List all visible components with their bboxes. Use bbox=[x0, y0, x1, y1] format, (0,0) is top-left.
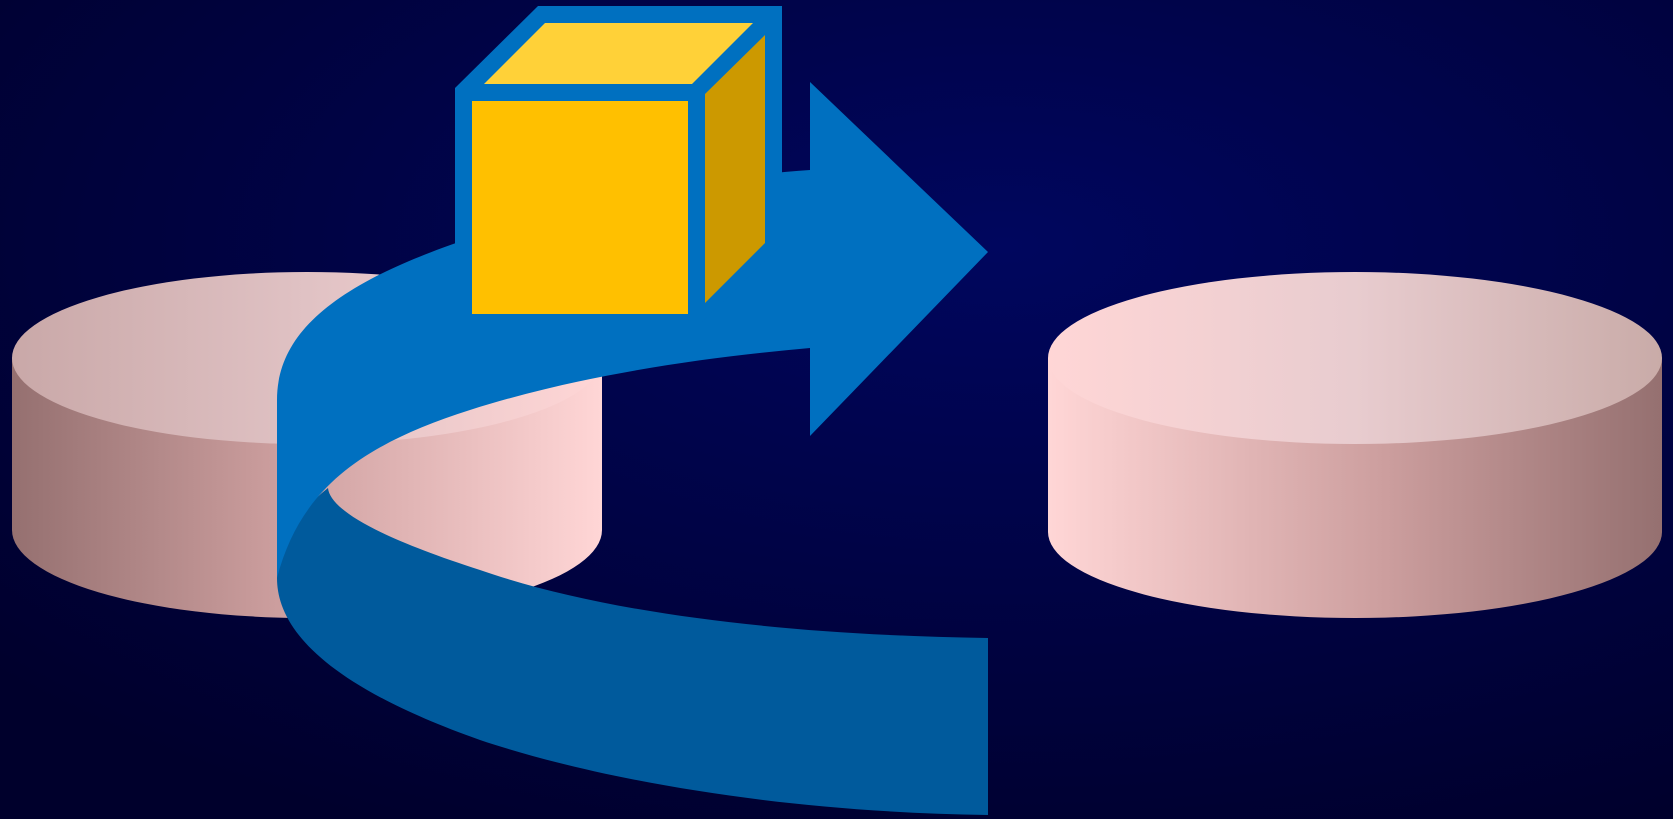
cube-side-face bbox=[705, 35, 765, 303]
cube-front-face bbox=[472, 101, 688, 314]
cube-top-face bbox=[484, 23, 753, 84]
right-cylinder bbox=[1048, 272, 1662, 618]
curved-arrow-front bbox=[277, 82, 988, 578]
package-cube bbox=[455, 6, 782, 324]
right-cylinder-top bbox=[1048, 272, 1662, 444]
curved-arrow-back bbox=[277, 488, 988, 815]
